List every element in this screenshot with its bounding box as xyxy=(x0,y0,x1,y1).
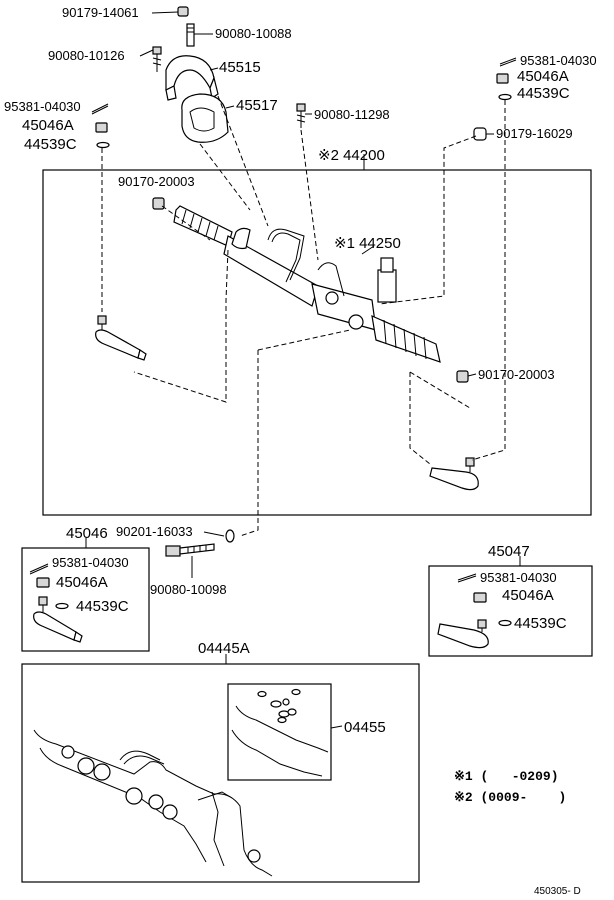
tie-rod-end-left xyxy=(95,315,147,361)
label-45047: 45047 xyxy=(488,543,530,560)
clip-45047 xyxy=(498,619,512,627)
label-45517: 45517 xyxy=(236,97,278,114)
stud-bolt-90080-10088 xyxy=(186,23,195,47)
label-45046-44539C: 44539C xyxy=(76,598,129,615)
label-90179-14061: 90179-14061 xyxy=(62,5,139,20)
label-45515: 45515 xyxy=(219,59,261,76)
label-45046: 45046 xyxy=(66,525,108,542)
cotter-pin-top-left xyxy=(91,103,109,115)
label-44200: ※2 44200 xyxy=(318,147,385,164)
label-44250: ※1 44250 xyxy=(334,235,401,252)
label-95381-04030-top-right: 95381-04030 xyxy=(520,53,597,68)
gear-assembly-box xyxy=(42,169,592,516)
clip-45046 xyxy=(55,602,69,610)
clip-top-right xyxy=(498,93,512,101)
grommet-45517 xyxy=(181,93,229,143)
label-45047-95381-04030: 95381-04030 xyxy=(480,570,557,585)
figure-code: 450305- D xyxy=(534,886,581,897)
nut-90179-16029 xyxy=(473,127,487,141)
bolt-90080-10098 xyxy=(165,543,215,557)
cotter-pin-45047 xyxy=(457,573,477,583)
tie-rod-end-45047 xyxy=(437,619,489,649)
label-90080-10126: 90080-10126 xyxy=(48,48,125,63)
label-90201-16033: 90201-16033 xyxy=(116,524,193,539)
label-45047-45046A: 45046A xyxy=(502,587,554,604)
clip-top-left xyxy=(96,141,110,149)
cotter-pin-top-right xyxy=(499,57,517,67)
gasket-sub-kit-outline xyxy=(231,688,329,777)
castle-nut-top-left xyxy=(95,122,108,133)
sub-gasket-kit-box xyxy=(227,683,332,781)
footnote-1: ※1 ( -0209) xyxy=(454,769,559,784)
bolt-90080-10126 xyxy=(152,46,162,72)
label-90170-20003-left: 90170-20003 xyxy=(118,174,195,189)
nut-90179-14061 xyxy=(177,6,189,17)
label-45047-44539C: 44539C xyxy=(514,615,567,632)
gasket-kit-box xyxy=(21,663,420,883)
gasket-kit-rack-outline xyxy=(33,729,273,877)
label-90080-10088: 90080-10088 xyxy=(215,26,292,41)
label-45046A-top-left: 45046A xyxy=(22,117,74,134)
tie-rod-end-right xyxy=(429,457,479,491)
cotter-pin-45046 xyxy=(29,563,49,575)
label-04455: 04455 xyxy=(344,719,386,736)
label-45046-95381-04030: 95381-04030 xyxy=(52,555,129,570)
label-44539C-top-right: 44539C xyxy=(517,85,570,102)
label-95381-04030-top-left: 95381-04030 xyxy=(4,99,81,114)
steering-rack-housing xyxy=(173,205,441,363)
tie-rod-end-rh-box xyxy=(428,565,593,657)
label-90080-10098: 90080-10098 xyxy=(150,582,227,597)
castle-nut-45046 xyxy=(36,577,50,588)
label-90179-16029: 90179-16029 xyxy=(496,126,573,141)
tie-rod-end-45046 xyxy=(33,596,83,643)
castle-nut-top-right xyxy=(496,73,509,84)
label-90080-11298: 90080-11298 xyxy=(314,107,390,122)
footnote-2: ※2 (0009- ) xyxy=(454,790,566,805)
label-04445A: 04445A xyxy=(198,640,250,657)
label-45046-45046A: 45046A xyxy=(56,574,108,591)
label-44539C-top-left: 44539C xyxy=(24,136,77,153)
nut-90170-20003-right xyxy=(456,370,469,383)
castle-nut-45047 xyxy=(473,592,487,603)
label-90170-20003-right: 90170-20003 xyxy=(478,367,555,382)
nut-90170-20003-left xyxy=(152,197,165,210)
bracket-45515 xyxy=(165,55,219,101)
washer-90201-16033 xyxy=(225,529,235,543)
label-45046A-top-right: 45046A xyxy=(517,68,569,85)
bolt-90080-11298 xyxy=(296,103,306,128)
